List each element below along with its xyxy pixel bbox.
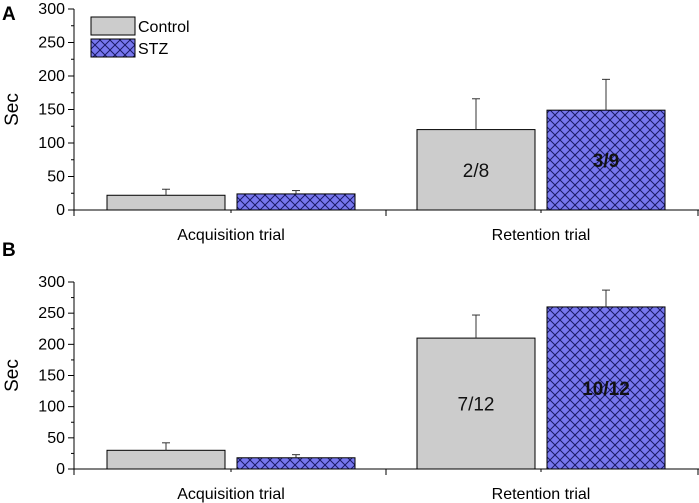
bar-stz <box>236 193 356 211</box>
y-tick-label: 200 <box>38 336 65 353</box>
legend-label: STZ <box>138 41 168 58</box>
y-tick-label: 250 <box>38 35 65 52</box>
category-label: Retention trial <box>492 227 591 244</box>
legend-swatch-stz <box>90 38 136 58</box>
bar-control <box>106 194 226 211</box>
bar-label: 2/8 <box>463 161 489 182</box>
y-tick-label: 150 <box>38 102 65 119</box>
category-label: Retention trial <box>492 486 591 503</box>
y-axis-title: Sec <box>2 93 23 126</box>
y-tick-label: 0 <box>56 202 65 219</box>
bar-control <box>416 337 536 470</box>
y-tick-label: 50 <box>47 169 65 186</box>
bar-control <box>416 129 536 211</box>
y-tick-label: 200 <box>38 68 65 85</box>
panel-label: A <box>2 4 16 25</box>
y-tick-label: 100 <box>38 135 65 152</box>
bar-stz <box>546 109 666 211</box>
y-tick-label: 250 <box>38 305 65 322</box>
category-label: Acquisition trial <box>177 486 285 503</box>
category-label: Acquisition trial <box>177 227 285 244</box>
bar-control <box>106 449 226 470</box>
bar-label: 3/9 <box>593 151 619 172</box>
y-tick-label: 300 <box>38 274 65 291</box>
bar-stz <box>546 306 666 470</box>
panel-label: B <box>2 240 16 261</box>
legend-label: Control <box>138 19 190 36</box>
bar-stz <box>236 457 356 470</box>
y-tick-label: 150 <box>38 368 65 385</box>
bar-label: 7/12 <box>458 395 495 416</box>
y-tick-label: 50 <box>47 430 65 447</box>
y-tick-label: 0 <box>56 461 65 478</box>
bar-label: 10/12 <box>582 379 630 400</box>
y-tick-label: 100 <box>38 399 65 416</box>
y-tick-label: 300 <box>38 1 65 18</box>
y-axis-title: Sec <box>2 359 23 392</box>
legend-swatch-control <box>90 16 136 36</box>
